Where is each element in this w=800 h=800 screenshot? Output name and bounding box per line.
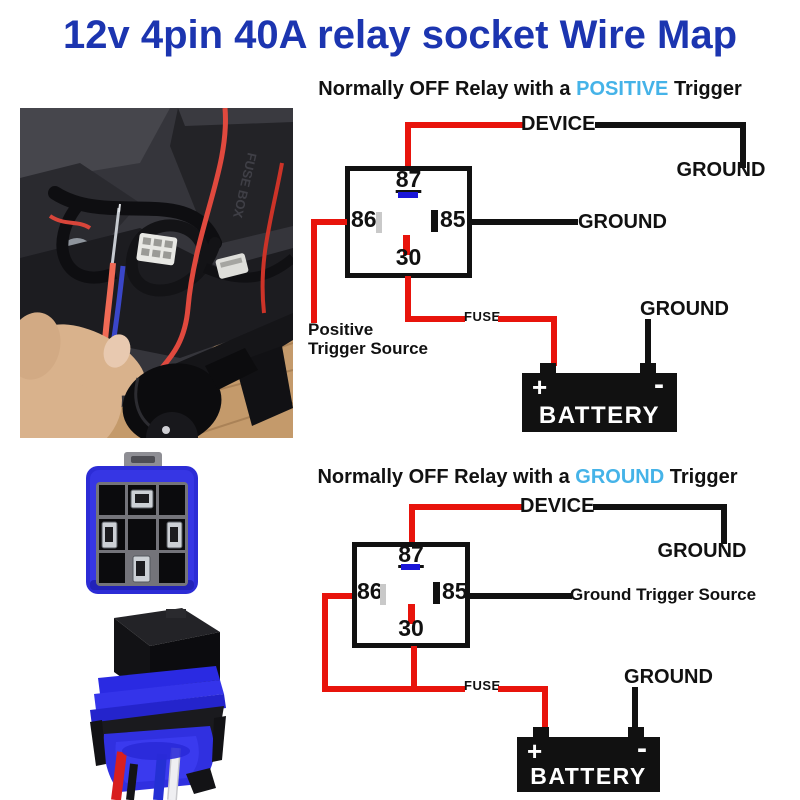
wire-device-to-ground	[593, 504, 727, 510]
relay-box: 87 86 85 30	[345, 166, 472, 278]
thumbnail	[103, 334, 131, 368]
page-title: 12v 4pin 40A relay socket Wire Map	[62, 13, 738, 57]
battery-terminal-positive	[540, 363, 556, 374]
blue-wire	[153, 753, 167, 800]
fuse-label: FUSE	[464, 678, 501, 693]
wire-86-join-fuse	[322, 686, 465, 692]
ground-trigger-source-label: Ground Trigger Source	[570, 585, 757, 604]
pin-85-terminal-bar	[433, 582, 440, 604]
wire-87-to-device	[409, 504, 524, 510]
heading-suffix: Trigger	[669, 466, 738, 488]
heading-highlight: GROUND	[575, 466, 665, 488]
wire-battery-to-ground	[632, 687, 638, 727]
heading-prefix: Normally OFF Relay with a	[317, 466, 570, 488]
diagram-positive-heading: Normally OFF Relay with a POSITIVE Trigg…	[295, 78, 765, 101]
wire-86-horizontal	[311, 219, 347, 225]
white-connector	[136, 233, 178, 266]
battery-terminal-negative	[640, 363, 656, 374]
pin-87-terminal-bar	[398, 192, 418, 198]
wire-battery-to-ground	[645, 319, 651, 363]
pin-87-label: 87	[398, 541, 424, 567]
trigger-source-label: Positive Trigger Source	[308, 320, 428, 358]
pin-87-label: 87	[395, 166, 422, 192]
wire-device-ground-drop	[740, 122, 746, 168]
fuse-label: FUSE	[464, 309, 501, 324]
black-wire	[126, 763, 138, 800]
wire-85-to-trigger	[470, 593, 572, 599]
pin-85-label: 85	[442, 578, 468, 604]
blue-seal-rings	[98, 666, 220, 694]
wire-87-vertical	[409, 504, 415, 542]
pin-86-label: 86	[351, 206, 377, 232]
pin-85-terminal-bar	[431, 210, 438, 232]
wire-device-to-ground	[595, 122, 746, 128]
device-label: DEVICE	[521, 113, 596, 135]
device-label: DEVICE	[520, 495, 595, 517]
wire-device-ground-drop	[721, 504, 727, 544]
relay-body	[114, 608, 220, 646]
relay-box: 87 86 85 30	[352, 542, 470, 648]
trigger-source-line2: Trigger Source	[308, 338, 428, 358]
wire-86-drop	[311, 219, 317, 323]
heading-suffix: Trigger	[673, 78, 742, 100]
pin-86-label: 86	[357, 578, 383, 604]
wire-fuse-to-corner	[498, 686, 548, 692]
diagram-ground-heading: Normally OFF Relay with a GROUND Trigger	[295, 466, 760, 489]
wire-to-battery-positive	[551, 316, 557, 366]
wire-30-to-fuse	[405, 316, 465, 322]
battery-plus-label: +	[532, 372, 548, 402]
wire-to-battery-positive	[542, 686, 548, 728]
wire-87-vertical	[405, 122, 411, 168]
pin-87-terminal-bar	[401, 564, 420, 570]
socket-side-photo	[90, 608, 226, 800]
wire-30-drop	[405, 276, 411, 322]
pin85-ground-label: GROUND	[578, 211, 667, 233]
heading-prefix: Normally OFF Relay with a	[318, 78, 571, 100]
device-ground-label: GROUND	[657, 540, 747, 562]
fuse-box	[170, 108, 293, 246]
pin-30-terminal-bar	[408, 604, 415, 624]
battery-name-label: BATTERY	[530, 763, 647, 789]
wire-30-drop	[411, 646, 417, 692]
wire-86-drop	[322, 593, 328, 692]
pin-85-label: 85	[440, 206, 466, 232]
crimp-terminal	[110, 207, 121, 267]
red-wire	[111, 751, 127, 800]
pin-30-terminal-bar	[403, 235, 410, 255]
wire-85-to-ground	[470, 219, 578, 225]
wire-fuse-to-corner	[498, 316, 557, 322]
battery-terminal-negative	[628, 727, 644, 738]
battery: + - BATTERY	[517, 732, 660, 792]
battery-name-label: BATTERY	[538, 402, 661, 429]
battery-terminal-positive	[533, 727, 549, 738]
battery-minus-label: -	[637, 732, 647, 765]
battery-plus-label: +	[527, 736, 543, 766]
wire-86-horizontal	[322, 593, 352, 599]
socket-front-photo	[86, 452, 198, 594]
wire-87-to-device	[405, 122, 525, 128]
install-photo: FUSE BOX	[20, 108, 293, 438]
heading-highlight: POSITIVE	[576, 78, 669, 100]
red-wire	[158, 108, 228, 372]
battery: + - BATTERY	[522, 368, 677, 432]
device-ground-label: GROUND	[676, 159, 766, 181]
battery-ground-label: GROUND	[624, 666, 713, 688]
pin-86-terminal-bar	[376, 212, 382, 233]
battery-minus-label: -	[654, 368, 664, 401]
battery-ground-label: GROUND	[640, 298, 729, 320]
pin-30-label: 30	[395, 244, 422, 270]
pin-30-label: 30	[398, 615, 424, 641]
trigger-source-line1: Positive	[308, 320, 374, 339]
pin-86-terminal-bar	[380, 584, 386, 605]
